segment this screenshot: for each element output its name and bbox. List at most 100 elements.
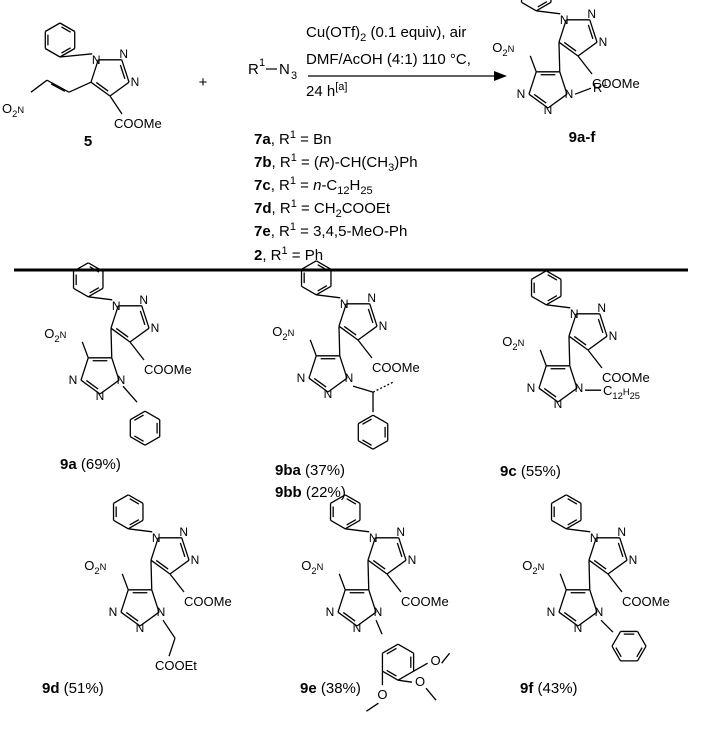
svg-text:N: N bbox=[544, 103, 553, 117]
svg-text:N: N bbox=[139, 293, 148, 307]
svg-text:N: N bbox=[570, 307, 579, 321]
svg-text:N: N bbox=[575, 381, 584, 395]
yield-9a: 9a (69%) bbox=[60, 456, 121, 473]
svg-text:O2N: O2N bbox=[301, 558, 323, 576]
svg-text:N: N bbox=[324, 387, 333, 401]
svg-text:N: N bbox=[279, 61, 290, 78]
svg-text:COOMe: COOMe bbox=[592, 76, 640, 91]
plus-sign: + bbox=[199, 74, 208, 91]
svg-text:COOEt: COOEt bbox=[155, 658, 197, 673]
svg-text:N: N bbox=[297, 371, 306, 385]
svg-text:N: N bbox=[599, 35, 608, 49]
svg-text:O2N: O2N bbox=[522, 558, 544, 576]
svg-text:N: N bbox=[547, 605, 556, 619]
svg-text:N: N bbox=[517, 87, 526, 101]
svg-text:7a, R1 = Bn: 7a, R1 = Bn bbox=[254, 129, 331, 148]
svg-text:N: N bbox=[69, 373, 78, 387]
svg-text:N: N bbox=[565, 87, 574, 101]
svg-text:N: N bbox=[345, 371, 354, 385]
svg-text:7d, R1 = CH2COOEt: 7d, R1 = CH2COOEt bbox=[254, 198, 391, 220]
svg-text:COOMe: COOMe bbox=[602, 370, 650, 385]
svg-text:N: N bbox=[136, 621, 145, 635]
svg-text:N: N bbox=[629, 553, 638, 567]
svg-text:N: N bbox=[96, 389, 105, 403]
r-group-list: 7a, R1 = Bn 7b, R1 = (R)-CH(CH3)Ph 7c, R… bbox=[254, 129, 418, 264]
svg-text:N: N bbox=[590, 531, 599, 545]
svg-text:C12H25: C12H25 bbox=[603, 383, 640, 401]
svg-text:N: N bbox=[117, 373, 126, 387]
label-start-5: 5 bbox=[84, 133, 92, 150]
svg-text:O2N: O2N bbox=[272, 324, 294, 342]
svg-text:COOMe: COOMe bbox=[114, 116, 162, 131]
svg-text:N: N bbox=[554, 397, 563, 411]
svg-text:R1: R1 bbox=[593, 78, 608, 95]
yield-9d: 9d (51%) bbox=[42, 680, 104, 697]
svg-text:N: N bbox=[527, 381, 536, 395]
svg-text:N: N bbox=[131, 75, 140, 89]
svg-text:N: N bbox=[119, 47, 128, 61]
svg-text:N: N bbox=[597, 301, 606, 315]
svg-text:N: N bbox=[369, 531, 378, 545]
svg-text:N: N bbox=[408, 553, 417, 567]
svg-text:O2N: O2N bbox=[492, 40, 514, 58]
svg-text:O2N: O2N bbox=[2, 101, 24, 119]
svg-text:N: N bbox=[379, 319, 388, 333]
svg-text:N: N bbox=[191, 553, 200, 567]
svg-text:COOMe: COOMe bbox=[622, 594, 670, 609]
svg-text:O: O bbox=[431, 653, 441, 668]
svg-text:N: N bbox=[109, 605, 118, 619]
svg-text:N: N bbox=[367, 291, 376, 305]
svg-text:7b, R1 = (R)-CH(CH3)Ph: 7b, R1 = (R)-CH(CH3)Ph bbox=[254, 152, 418, 174]
svg-text:COOMe: COOMe bbox=[372, 360, 420, 375]
yield-9e: 9e (38%) bbox=[300, 680, 361, 697]
svg-text:N: N bbox=[157, 605, 166, 619]
reaction-conditions: Cu(OTf)2 (0.1 equiv), air DMF/AcOH (4:1)… bbox=[306, 24, 471, 100]
svg-text:O2N: O2N bbox=[84, 558, 106, 576]
yield-9f: 9f (43%) bbox=[520, 680, 578, 697]
yield-9bb: 9bb (22%) bbox=[275, 484, 346, 501]
label-product-9a-f: 9a-f bbox=[569, 129, 597, 146]
svg-text:N: N bbox=[179, 525, 188, 539]
svg-text:R: R bbox=[248, 61, 259, 78]
svg-text:N: N bbox=[574, 621, 583, 635]
svg-text:N: N bbox=[92, 53, 101, 67]
svg-text:O: O bbox=[415, 674, 425, 689]
condition-solvent: DMF/AcOH (4:1) 110 °C, bbox=[306, 51, 471, 68]
svg-text:O: O bbox=[377, 687, 387, 702]
svg-text:7c, R1 = n-C12H25: 7c, R1 = n-C12H25 bbox=[254, 175, 373, 197]
condition-time: 24 h[a] bbox=[306, 81, 347, 100]
yield-9ba: 9ba (37%) bbox=[275, 462, 345, 479]
svg-text:N: N bbox=[151, 321, 160, 335]
svg-text:O2N: O2N bbox=[44, 326, 66, 344]
svg-text:N: N bbox=[587, 7, 596, 21]
svg-text:1: 1 bbox=[259, 57, 265, 69]
svg-text:N: N bbox=[374, 605, 383, 619]
svg-text:COOMe: COOMe bbox=[184, 594, 232, 609]
svg-text:3: 3 bbox=[291, 70, 297, 82]
condition-catalyst: Cu(OTf)2 (0.1 equiv), air bbox=[306, 24, 466, 44]
svg-text:N: N bbox=[353, 621, 362, 635]
azide-reagent: R 1 N 3 bbox=[248, 57, 297, 82]
reaction-arrowhead bbox=[494, 71, 507, 81]
svg-text:N: N bbox=[112, 299, 121, 313]
svg-text:COOMe: COOMe bbox=[144, 362, 192, 377]
yield-9c: 9c (55%) bbox=[500, 463, 561, 480]
svg-text:2, R1 = Ph: 2, R1 = Ph bbox=[254, 245, 323, 264]
svg-text:N: N bbox=[152, 531, 161, 545]
svg-text:COOMe: COOMe bbox=[401, 594, 449, 609]
svg-text:N: N bbox=[595, 605, 604, 619]
svg-text:N: N bbox=[609, 329, 618, 343]
svg-text:N: N bbox=[326, 605, 335, 619]
svg-text:O2N: O2N bbox=[502, 334, 524, 352]
svg-text:7e, R1 = 3,4,5-MeO-Ph: 7e, R1 = 3,4,5-MeO-Ph bbox=[254, 221, 407, 240]
